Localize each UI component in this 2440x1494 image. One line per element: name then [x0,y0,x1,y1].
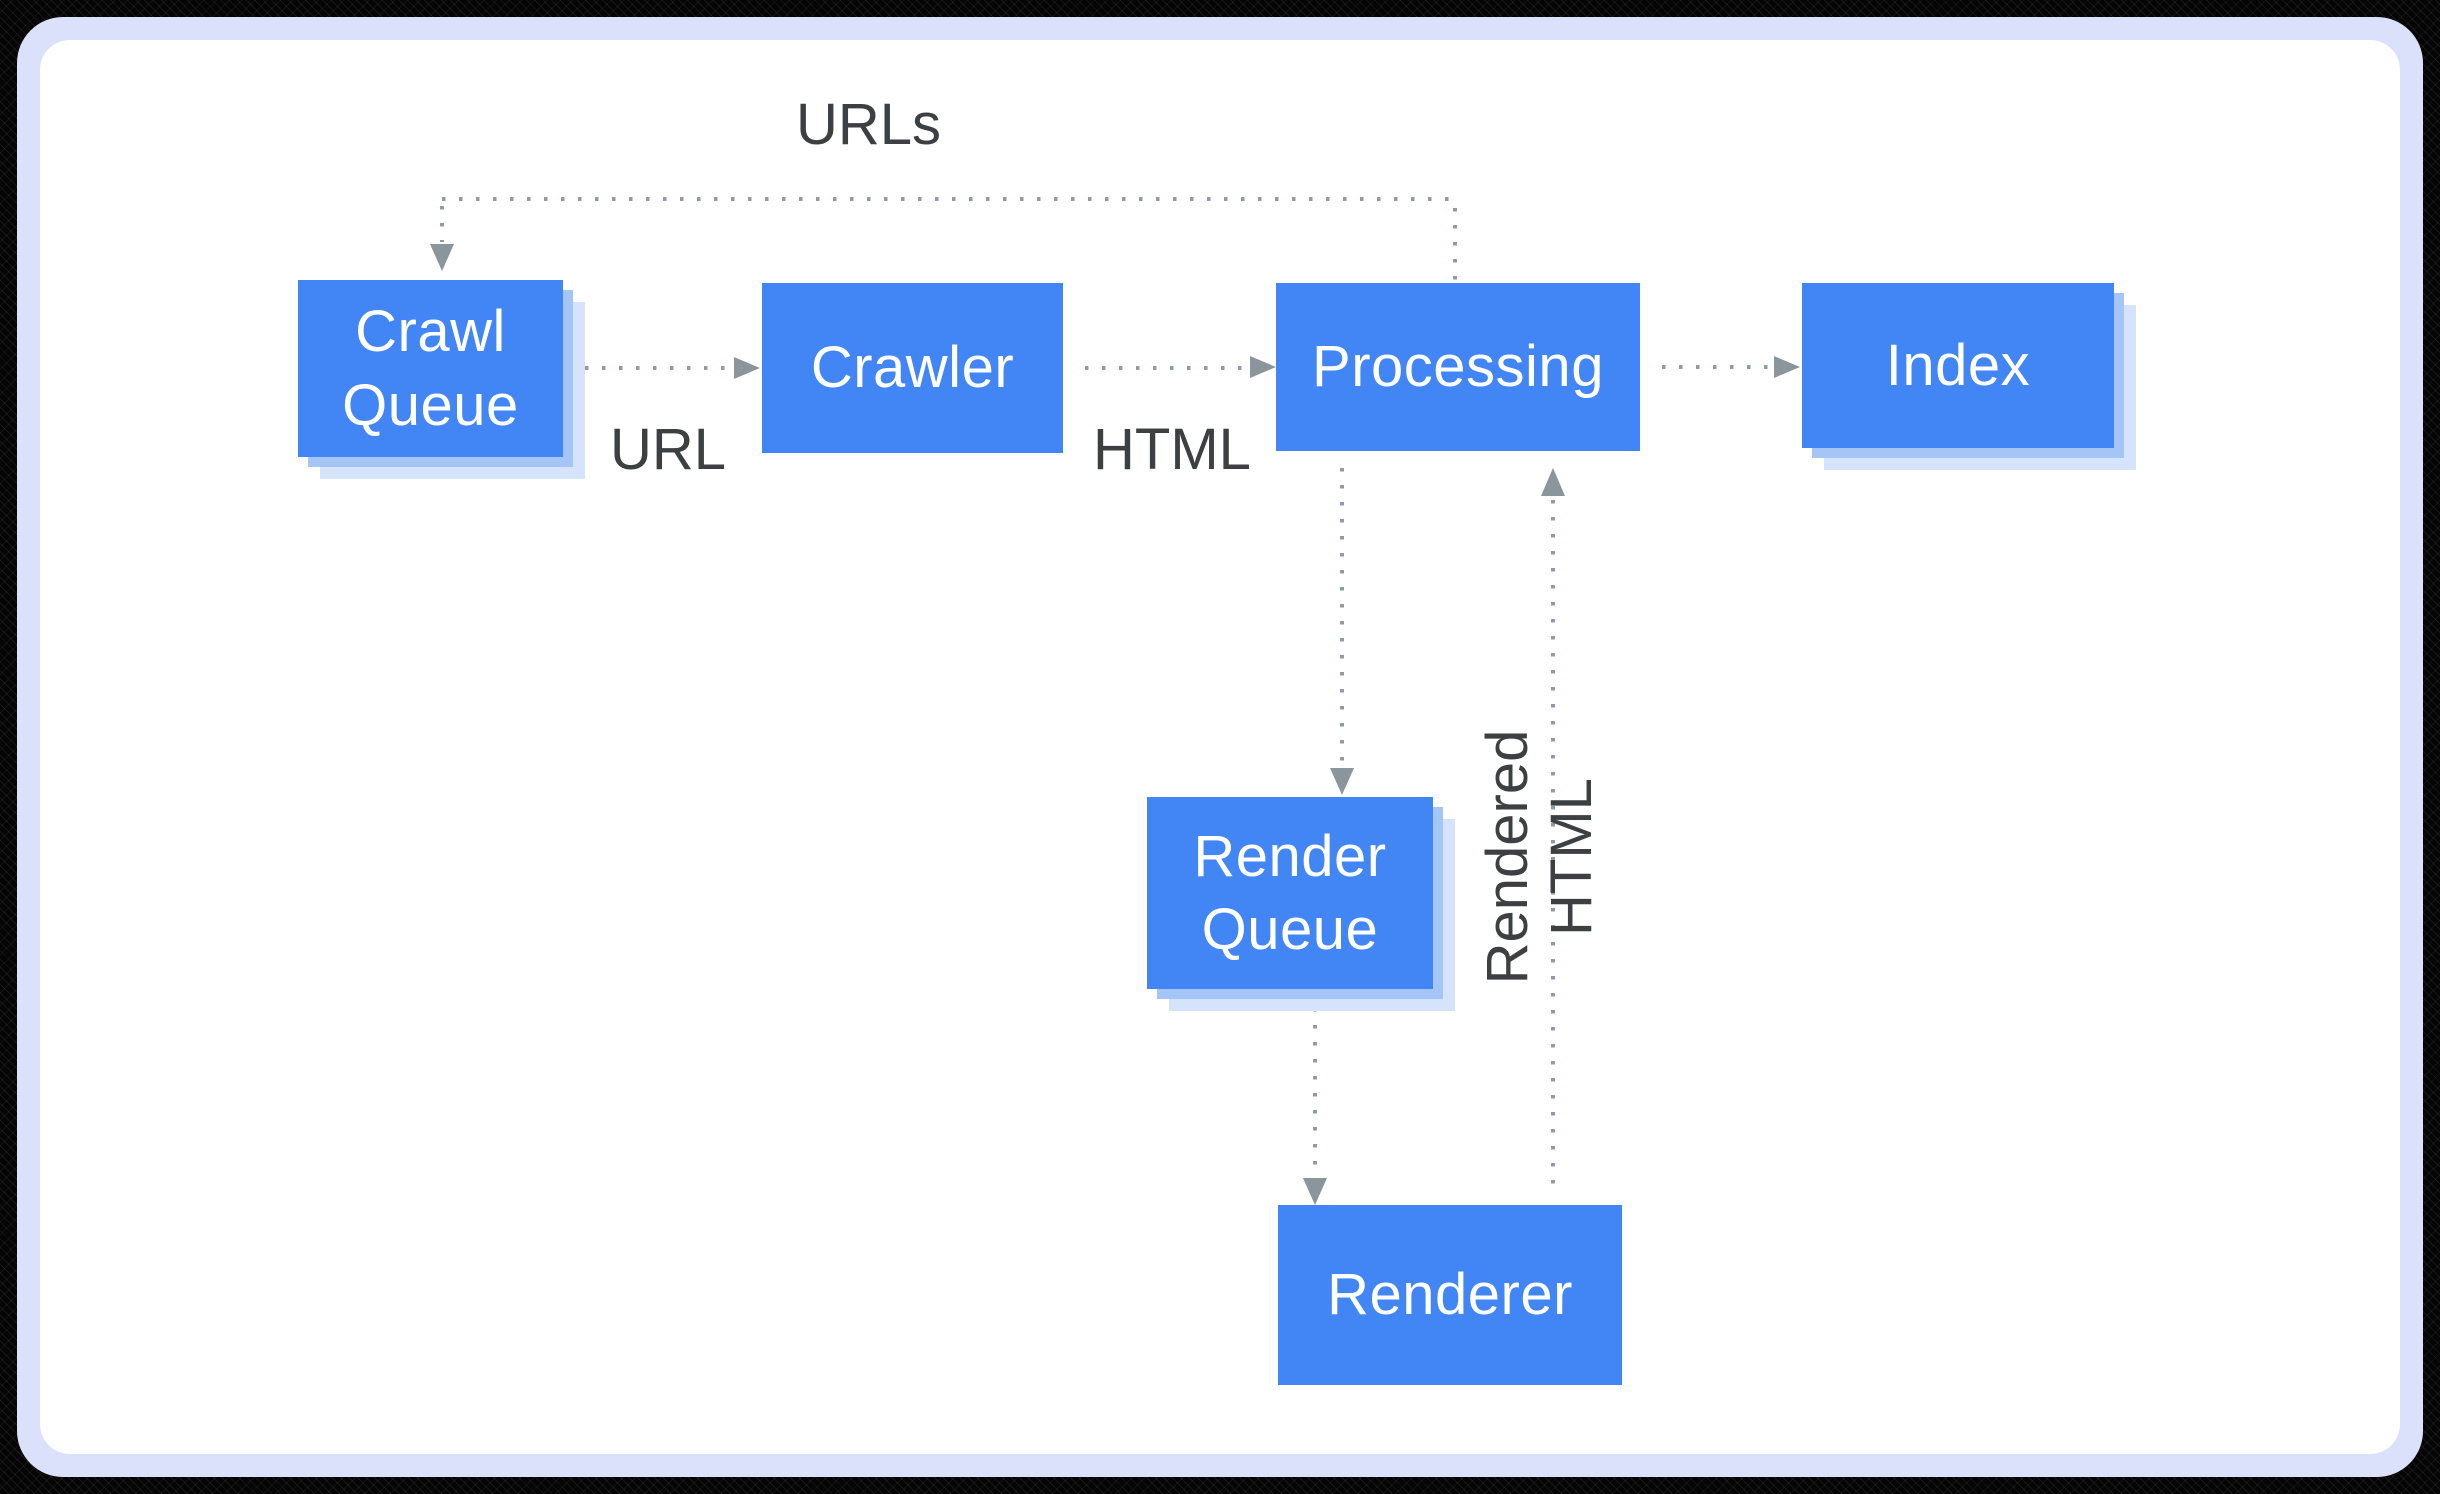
arrowhead-into-render-queue [1330,768,1354,795]
node-processing-label: Processing [1312,334,1604,400]
edge-processing-to-renderqueue [1340,468,1344,766]
node-index-label: Index [1885,332,2031,398]
arrowhead-into-crawler [734,357,760,379]
arrowhead-into-renderer [1303,1178,1327,1205]
edge-label-urls: URLs [796,92,942,157]
edge-processing-to-crawlqueue-riser [1453,208,1457,281]
diagram-card [40,40,2400,1454]
edge-label-html: HTML [1093,417,1251,482]
edge-crawlqueue-to-crawler [585,366,733,370]
edge-renderqueue-to-renderer [1313,1008,1317,1176]
arrowhead-into-crawl-queue [430,244,454,271]
edge-crawler-to-processing [1085,366,1248,370]
node-crawler: Crawler [762,283,1063,453]
arrowhead-into-index [1774,356,1800,378]
edge-label-url: URL [610,417,727,482]
node-crawl-queue-label: Crawl Queue [342,299,519,438]
edge-processing-to-crawlqueue-horizontal [442,197,1455,201]
node-index: Index [1802,283,2114,448]
node-render-queue-label: Render Queue [1193,823,1387,962]
arrowhead-into-processing [1250,356,1276,378]
node-renderer-label: Renderer [1327,1262,1573,1328]
edge-processing-to-index [1662,365,1773,369]
arrowhead-up-into-processing [1541,468,1565,496]
node-crawl-queue: Crawl Queue [298,280,563,457]
node-renderer: Renderer [1278,1205,1622,1385]
node-processing: Processing [1276,283,1640,451]
edge-processing-to-crawlqueue-drop [440,206,444,242]
edge-renderer-to-processing [1551,500,1555,1196]
node-render-queue: Render Queue [1147,797,1433,989]
node-crawler-label: Crawler [810,335,1015,401]
edge-label-rendered-html: Rendered HTML [1475,729,1604,985]
